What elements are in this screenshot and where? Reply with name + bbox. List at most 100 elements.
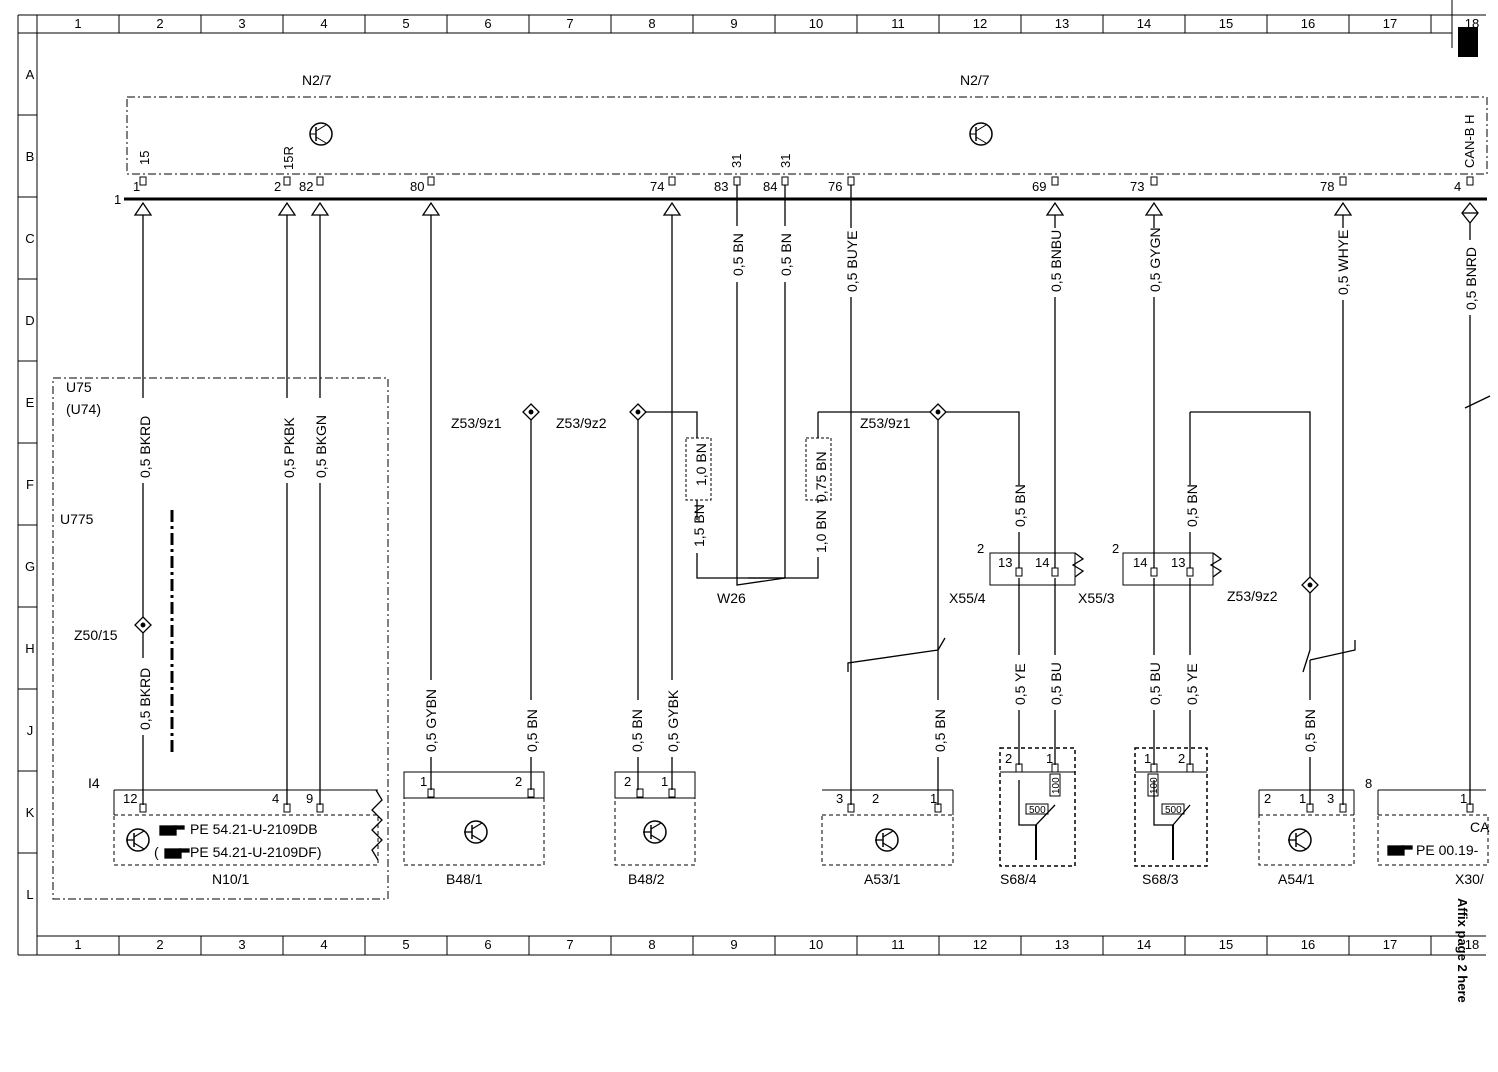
n2-7-label-right: N2/7 <box>960 72 990 88</box>
wire-label: 0,5 GYGN <box>1147 227 1163 292</box>
connector-num: 2 <box>977 541 984 556</box>
splice-dot <box>528 409 534 415</box>
z50-15-label: Z50/15 <box>74 627 118 643</box>
pin-terminal <box>1015 763 1023 773</box>
pin-83: 83 <box>714 179 728 194</box>
component-name: X30/ <box>1455 871 1484 887</box>
hand-body <box>164 848 182 859</box>
n2-7-label-left: N2/7 <box>302 72 332 88</box>
row-label: G <box>25 559 35 574</box>
reference: ( <box>154 844 159 860</box>
hand-finger <box>173 825 185 830</box>
pin-82: 82 <box>299 179 313 194</box>
pin-2: 2 <box>274 179 281 194</box>
z53-9z1-label: Z53/9z1 <box>451 415 502 431</box>
wires <box>126 185 1491 861</box>
pin-terminal <box>427 176 435 186</box>
frame <box>17 0 1486 956</box>
pin-73: 73 <box>1130 179 1144 194</box>
pin-terminal <box>1150 567 1158 577</box>
reference-hand-icon <box>1387 845 1413 856</box>
row-label: C <box>25 231 34 246</box>
pin: 1 <box>420 774 427 789</box>
pin: 8 <box>1365 776 1372 791</box>
pin-terminal <box>1186 763 1194 773</box>
pin-terminal <box>847 176 855 186</box>
transistor-icon <box>126 828 150 852</box>
component-name: B48/1 <box>446 871 483 887</box>
transistor-lead <box>471 834 483 842</box>
column-label: 18 <box>1465 937 1479 952</box>
size-box <box>805 437 832 501</box>
pin-1: 1 <box>133 179 140 194</box>
column-label: 5 <box>402 16 409 31</box>
wire <box>1190 411 1311 650</box>
component-n10-1: 12 4 9 PE 54.21-U-2109DB ( PE 54.21-U-21… <box>113 789 379 887</box>
pin-83-name: 31 <box>729 154 744 168</box>
u775-label: U775 <box>60 511 94 527</box>
pin: 2 <box>1178 751 1185 766</box>
transistor-lead <box>471 822 483 830</box>
arrow-icon <box>277 201 297 216</box>
column-label: 14 <box>1137 937 1151 952</box>
hand-body <box>159 825 177 836</box>
component-b48-2: 2 1 B48/2 <box>614 771 696 887</box>
transistor-icon <box>875 828 899 852</box>
pin: 3 <box>1327 791 1334 806</box>
connector-x55-4: 2 13 14 <box>977 541 1076 586</box>
row-label: D <box>25 313 34 328</box>
pin-terminal <box>1186 567 1194 577</box>
column-label: 14 <box>1137 16 1151 31</box>
pin-69: 69 <box>1032 179 1046 194</box>
x55-4-label: X55/4 <box>949 590 986 606</box>
column-label: 17 <box>1383 937 1397 952</box>
pin-terminal <box>283 803 291 813</box>
row-label: E <box>26 395 35 410</box>
transistor-lead <box>133 830 145 838</box>
splice-dot <box>1307 582 1313 588</box>
pin-terminal <box>1051 567 1059 577</box>
component-name: N10/1 <box>212 871 250 887</box>
column-label: 15 <box>1219 937 1233 952</box>
z53-9z1-label: Z53/9z1 <box>860 415 911 431</box>
hand-body <box>1387 845 1405 856</box>
pin: 9 <box>306 791 313 806</box>
connector-num: 2 <box>1112 541 1119 556</box>
grid-marks <box>18 15 1432 955</box>
wire-label: 0,75 BN <box>813 451 829 502</box>
transistor-lead <box>650 822 662 830</box>
column-label: 9 <box>730 937 737 952</box>
wire <box>736 577 786 586</box>
switch-contact <box>1018 780 1056 826</box>
size-box <box>685 437 712 501</box>
pin-4-name: CAN-B H <box>1462 115 1477 168</box>
pin-78: 78 <box>1320 179 1334 194</box>
wire-labels: 0,5 BKRD 0,5 PKBK 0,5 BKGN 0,5 GYBN 0,5 … <box>137 227 1479 752</box>
column-label: 6 <box>484 937 491 952</box>
column-label: 3 <box>238 937 245 952</box>
side-note: Affix page 2 here <box>1455 898 1470 1003</box>
column-label: 2 <box>156 16 163 31</box>
wire-label: 0,5 BU <box>1048 662 1064 705</box>
column-label: 11 <box>891 16 905 31</box>
row-label: J <box>27 723 34 738</box>
wire <box>1309 640 1356 661</box>
component-name: A54/1 <box>1278 871 1315 887</box>
x55-3-label: X55/3 <box>1078 590 1115 606</box>
component-name: S68/4 <box>1000 871 1037 887</box>
pin-84-name: 31 <box>778 154 793 168</box>
wire <box>646 411 698 438</box>
arrow-icon <box>310 201 330 216</box>
pin-terminal <box>139 803 147 813</box>
row-label: A <box>26 67 35 82</box>
pin-74: 74 <box>650 179 664 194</box>
pin-1-name: 15 <box>137 151 152 165</box>
arrow-icon <box>662 201 682 216</box>
wire-label: 1,0 BN <box>813 510 829 553</box>
component-s68-3: 1 2 100 500 S68/3 <box>1134 747 1208 887</box>
pin-terminal <box>781 176 789 186</box>
arrow-icon <box>133 201 153 216</box>
pin-terminal <box>1466 176 1474 186</box>
wire-label: 0,5 BU <box>1147 662 1163 705</box>
